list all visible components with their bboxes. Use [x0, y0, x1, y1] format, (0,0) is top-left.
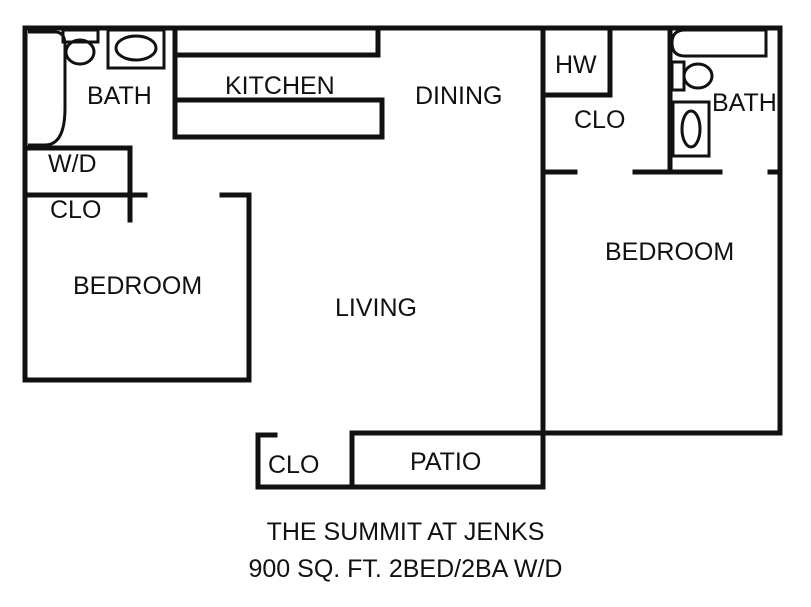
bathtub-left [28, 30, 67, 147]
label-wd: W/D [48, 150, 97, 178]
label-patio: PATIO [410, 448, 481, 476]
caption-title: THE SUMMIT AT JENKS [266, 518, 545, 546]
label-bath-right: BATH [712, 89, 777, 117]
label-clo-top-right: CLO [574, 106, 625, 134]
walls [22, 25, 783, 490]
label-bedroom-right: BEDROOM [605, 238, 734, 266]
bathtub-right [670, 28, 768, 58]
toilet-right [670, 60, 714, 92]
label-clo-left: CLO [50, 196, 101, 224]
label-bedroom-left: BEDROOM [73, 272, 202, 300]
sink-left [106, 28, 166, 70]
toilet-left [61, 28, 100, 66]
label-clo-bottom: CLO [268, 451, 319, 479]
label-kitchen: KITCHEN [225, 72, 335, 100]
caption-details: 900 SQ. FT. 2BED/2BA W/D [248, 555, 563, 583]
label-living: LIVING [335, 294, 417, 322]
sink-right [671, 100, 711, 158]
label-dining: DINING [415, 82, 503, 110]
label-bath-left: BATH [87, 82, 152, 110]
label-hw: HW [555, 51, 597, 79]
